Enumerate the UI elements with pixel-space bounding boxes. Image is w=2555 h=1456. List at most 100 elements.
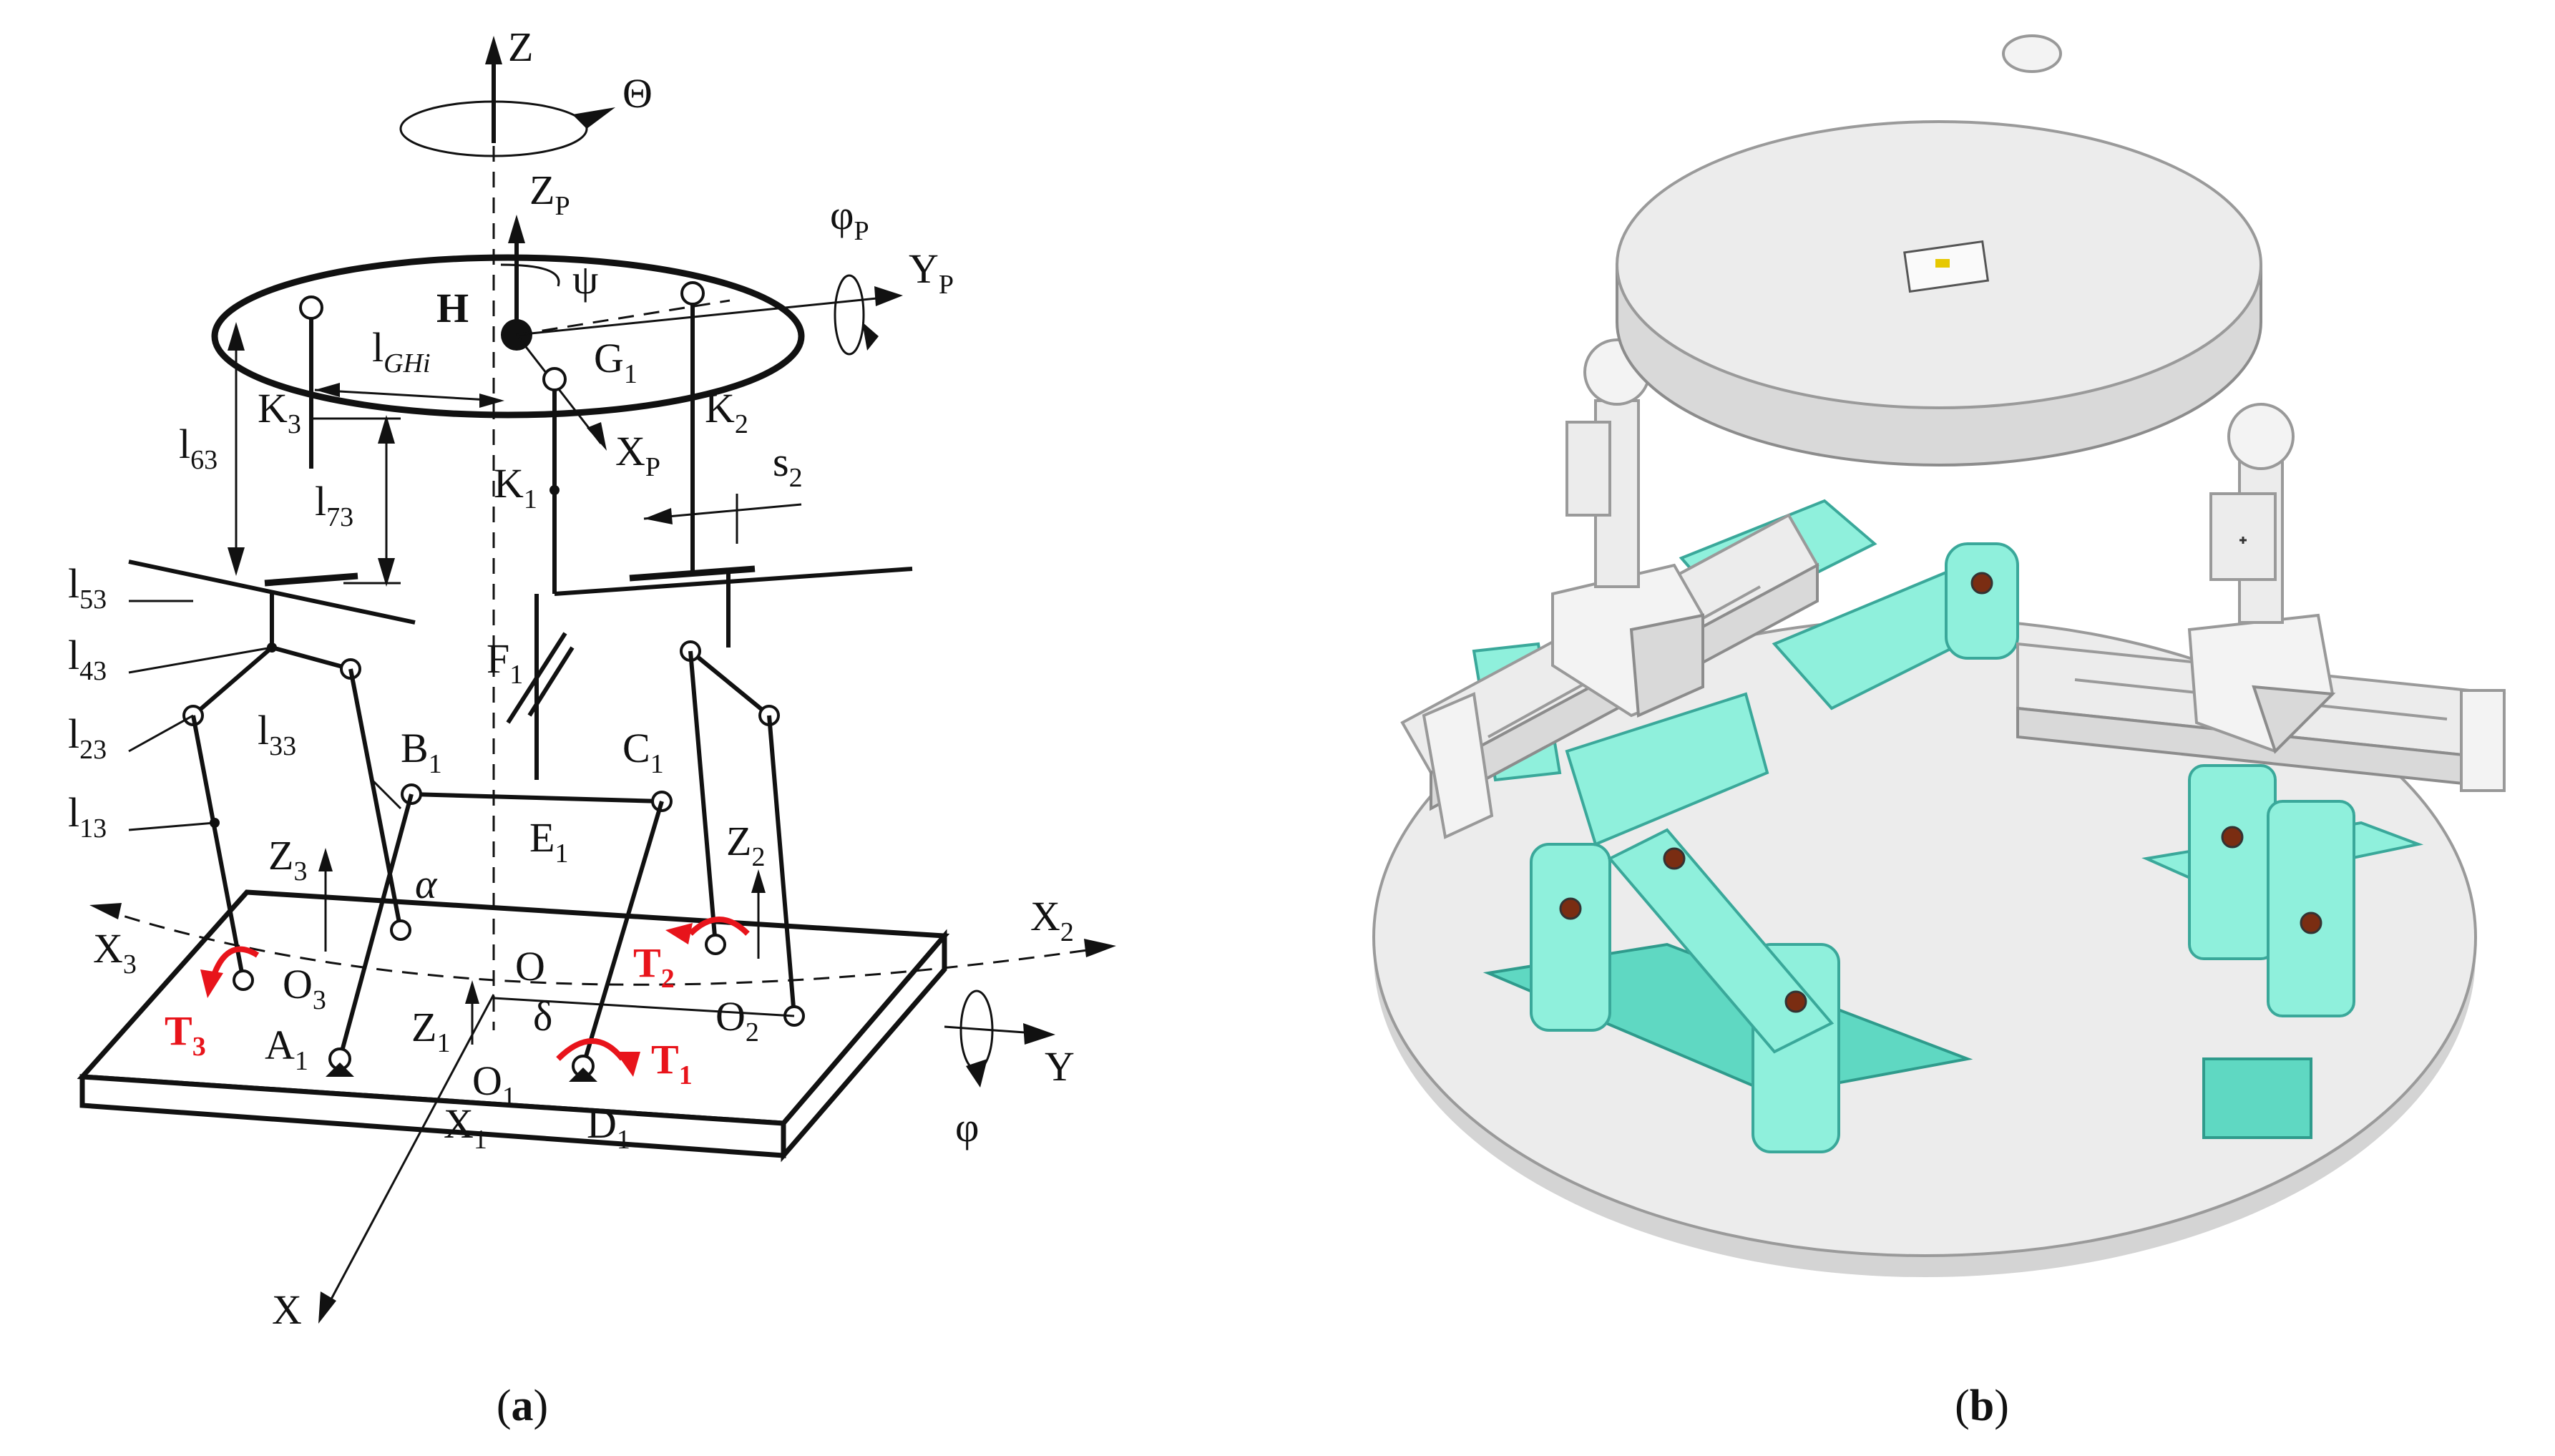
svg-text:G1: G1 bbox=[594, 335, 637, 389]
panel-a-scheme: Z Θ ZP ψ φP YP H lGHi G1 K3 K2 XP K1 l63… bbox=[68, 24, 1116, 1430]
label-d1: D bbox=[587, 1100, 617, 1147]
label-a1-sub: 1 bbox=[295, 1046, 308, 1076]
svg-text:K2: K2 bbox=[705, 385, 748, 439]
label-t3-sub: 3 bbox=[192, 1032, 206, 1062]
caption-b-letter: b bbox=[1970, 1382, 1994, 1430]
label-z1: Z bbox=[411, 1004, 436, 1050]
label-phip: φ bbox=[830, 192, 854, 238]
t1-actuator-arrowhead bbox=[615, 1052, 640, 1077]
joint-k2-top bbox=[680, 281, 705, 306]
label-x2-sub: 2 bbox=[1060, 917, 1074, 947]
l73-arrow-top bbox=[378, 415, 395, 444]
svg-text:δ: δ bbox=[533, 993, 552, 1040]
label-yp: Y bbox=[909, 245, 939, 292]
rail-left bbox=[1400, 513, 1819, 839]
svg-text:s2: s2 bbox=[773, 439, 803, 493]
point-k1 bbox=[549, 485, 560, 495]
lghi-dimension bbox=[314, 389, 502, 402]
label-theta: Θ bbox=[622, 70, 653, 117]
joint-t3-base bbox=[233, 969, 254, 991]
svg-text:Z3: Z3 bbox=[268, 832, 307, 886]
support-a1 bbox=[326, 1062, 354, 1077]
label-delta: δ bbox=[533, 993, 552, 1040]
link-l23 bbox=[192, 645, 273, 718]
phip-arrowhead bbox=[862, 322, 879, 351]
post-left bbox=[1565, 338, 1651, 588]
svg-text:XP: XP bbox=[615, 428, 660, 482]
svg-text:l23: l23 bbox=[68, 710, 107, 765]
rail-right bbox=[2016, 613, 2506, 792]
z-axis-arrowhead bbox=[485, 36, 502, 64]
label-o3-sub: 3 bbox=[313, 985, 326, 1015]
label-x: X bbox=[272, 1286, 302, 1333]
link-c1-d1 bbox=[581, 801, 664, 1067]
base-plate bbox=[77, 889, 950, 1163]
svg-text:X: X bbox=[272, 1286, 302, 1333]
label-x1-sub: 1 bbox=[474, 1125, 487, 1155]
svg-text:O3: O3 bbox=[283, 961, 326, 1015]
label-l33-sub: 33 bbox=[269, 731, 296, 761]
svg-text:l63: l63 bbox=[179, 421, 218, 475]
svg-text:E1: E1 bbox=[529, 814, 568, 869]
svg-text:O2: O2 bbox=[715, 993, 759, 1047]
svg-text:l13: l13 bbox=[68, 789, 107, 844]
t2-actuator-arrowhead bbox=[665, 923, 693, 944]
label-l33: l bbox=[258, 707, 269, 753]
label-phi: φ bbox=[955, 1104, 979, 1150]
label-c1: C bbox=[622, 725, 650, 771]
link-b1-c1 bbox=[411, 792, 663, 803]
label-f1: F bbox=[487, 635, 509, 682]
x-axis-arrowhead bbox=[318, 1291, 336, 1324]
svg-text:φ: φ bbox=[955, 1104, 979, 1150]
y-axis-arrowhead bbox=[1023, 1023, 1055, 1045]
leader-l13 bbox=[128, 821, 215, 831]
label-y: Y bbox=[1045, 1043, 1075, 1090]
label-d1-sub: 1 bbox=[617, 1125, 630, 1155]
xp-arrowhead bbox=[587, 422, 607, 451]
label-xp: X bbox=[615, 428, 645, 474]
svg-text:lGHi: lGHi bbox=[372, 324, 431, 378]
link-l13 bbox=[191, 715, 245, 981]
svg-text:X3: X3 bbox=[93, 925, 137, 979]
post-right bbox=[2209, 403, 2295, 624]
link-l33 bbox=[348, 668, 403, 931]
l73-arrow-bottom bbox=[378, 558, 395, 587]
label-o1-sub: 1 bbox=[502, 1082, 516, 1112]
label-z2: Z bbox=[726, 818, 751, 864]
t2-actuator-arrow bbox=[688, 917, 750, 936]
svg-text:φP: φP bbox=[830, 192, 869, 246]
label-l23: l bbox=[68, 710, 79, 757]
label-l13-sub: 13 bbox=[79, 813, 107, 844]
psi-arc bbox=[500, 263, 560, 287]
label-e1-sub: 1 bbox=[555, 839, 568, 869]
platform-dashed-line bbox=[516, 299, 731, 336]
label-s2: s bbox=[773, 439, 789, 485]
label-zp-sub: P bbox=[555, 191, 570, 221]
label-l43: l bbox=[68, 632, 79, 678]
label-x3: X bbox=[93, 925, 123, 972]
lghi-arrowhead-left bbox=[315, 383, 340, 397]
label-x2: X bbox=[1030, 893, 1060, 939]
link-l33-top bbox=[271, 645, 351, 671]
yp-axis bbox=[516, 295, 891, 336]
label-z3-sub: 3 bbox=[293, 856, 307, 886]
theta-arrowhead bbox=[572, 107, 615, 129]
svg-text:T1: T1 bbox=[651, 1036, 693, 1090]
svg-text:Y: Y bbox=[1045, 1043, 1075, 1090]
leg-left bbox=[1472, 642, 1973, 1153]
svg-text:A1: A1 bbox=[265, 1022, 308, 1076]
t3-actuator-arrow bbox=[212, 946, 260, 974]
leader-b1 bbox=[371, 778, 402, 810]
label-f1-sub: 1 bbox=[509, 660, 523, 690]
label-phip-sub: P bbox=[854, 216, 869, 246]
svg-text:YP: YP bbox=[909, 245, 954, 300]
joint-k3-top bbox=[299, 295, 323, 320]
label-k1: K bbox=[494, 460, 524, 507]
label-t3: T bbox=[165, 1007, 192, 1054]
caption-a-letter: a bbox=[512, 1382, 534, 1430]
label-o1: O bbox=[472, 1057, 502, 1104]
svg-text:Z2: Z2 bbox=[726, 818, 765, 872]
svg-text:C1: C1 bbox=[622, 725, 664, 779]
label-s2-sub: 2 bbox=[789, 463, 803, 493]
